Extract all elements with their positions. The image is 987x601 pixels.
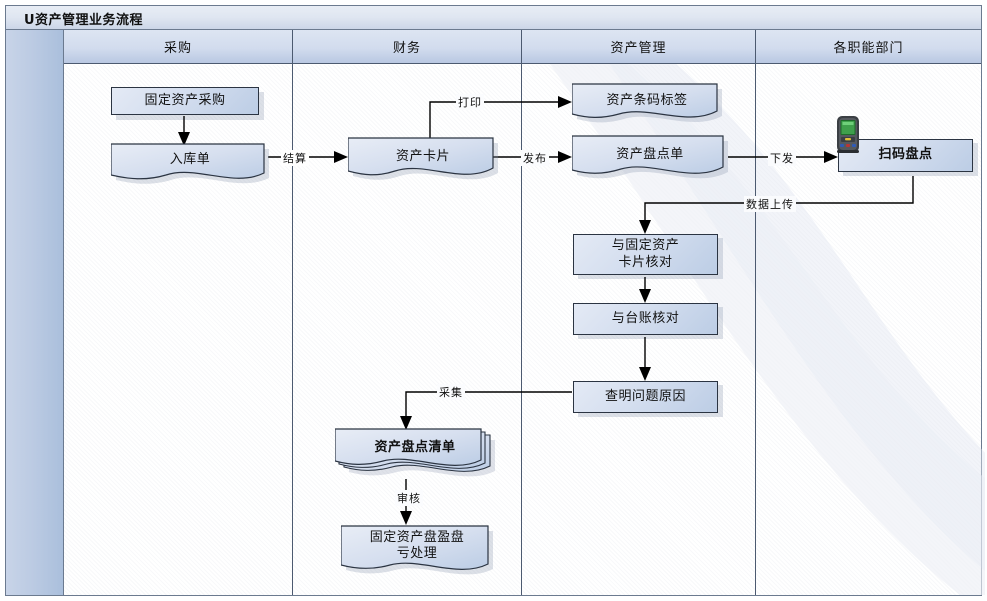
lane-header-bumen: 各职能部门 [756, 30, 981, 64]
node-zichantiaomabiaoqian[interactable]: 资产条码标签 [572, 82, 722, 128]
lane-label-caigou: 采购 [163, 41, 192, 56]
page-title: U资产管理业务流程 [24, 13, 144, 28]
node-gudingzichancaigou[interactable]: 固定资产采购 [111, 87, 259, 115]
lane-body-zichan [522, 64, 756, 595]
node-rukudan[interactable]: 入库单 [111, 140, 269, 184]
edge-label-shangchuan: 数据上传 [744, 196, 796, 212]
node-zichanpandiandan[interactable]: 资产盘点单 [572, 134, 728, 184]
edge-label-fabu: 发布 [521, 150, 549, 166]
node-label: 与固定资产 卡片核对 [611, 238, 680, 270]
node-zichanpandianqingdan[interactable]: 资产盘点清单 [335, 428, 495, 484]
lane-label-caiwu: 财务 [392, 41, 421, 56]
node-zichankapian[interactable]: 资产卡片 [348, 136, 498, 184]
node-label: 扫码盘点 [878, 147, 933, 163]
node-label: 与台账核对 [611, 310, 680, 326]
node-yugudingzichankapianhedui[interactable]: 与固定资产 卡片核对 [573, 234, 718, 275]
node-label: 固定资产采购 [144, 92, 226, 108]
edge-label-caiji: 采集 [437, 384, 465, 400]
lane-label-zichan: 资产管理 [610, 41, 667, 56]
lane-header-zichan: 资产管理 [522, 30, 756, 64]
lane-body-caiwu [293, 64, 522, 595]
node-gudingzichanpanyingpankuichuli[interactable]: 固定资产盘盈盘 亏处理 [341, 524, 493, 580]
node-label: 查明问题原因 [604, 388, 686, 404]
node-yutaizhanghedui[interactable]: 与台账核对 [573, 303, 718, 335]
swimlane-left-rail [6, 30, 64, 595]
diagram-title-bar: U资产管理业务流程 [6, 6, 981, 30]
edge-label-jiesuan: 结算 [281, 150, 309, 166]
barcode-scanner-icon [837, 116, 859, 153]
lane-label-bumen: 各职能部门 [833, 41, 904, 56]
edge-label-dayin: 打印 [456, 94, 484, 110]
lane-header-caigou: 采购 [64, 30, 293, 64]
edge-label-shenhe: 审核 [395, 490, 423, 506]
edge-label-xiafa: 下发 [768, 150, 796, 166]
node-chamingwentiyuanyin[interactable]: 查明问题原因 [573, 381, 718, 413]
lane-body-caigou [64, 64, 293, 595]
lane-header-caiwu: 财务 [293, 30, 522, 64]
